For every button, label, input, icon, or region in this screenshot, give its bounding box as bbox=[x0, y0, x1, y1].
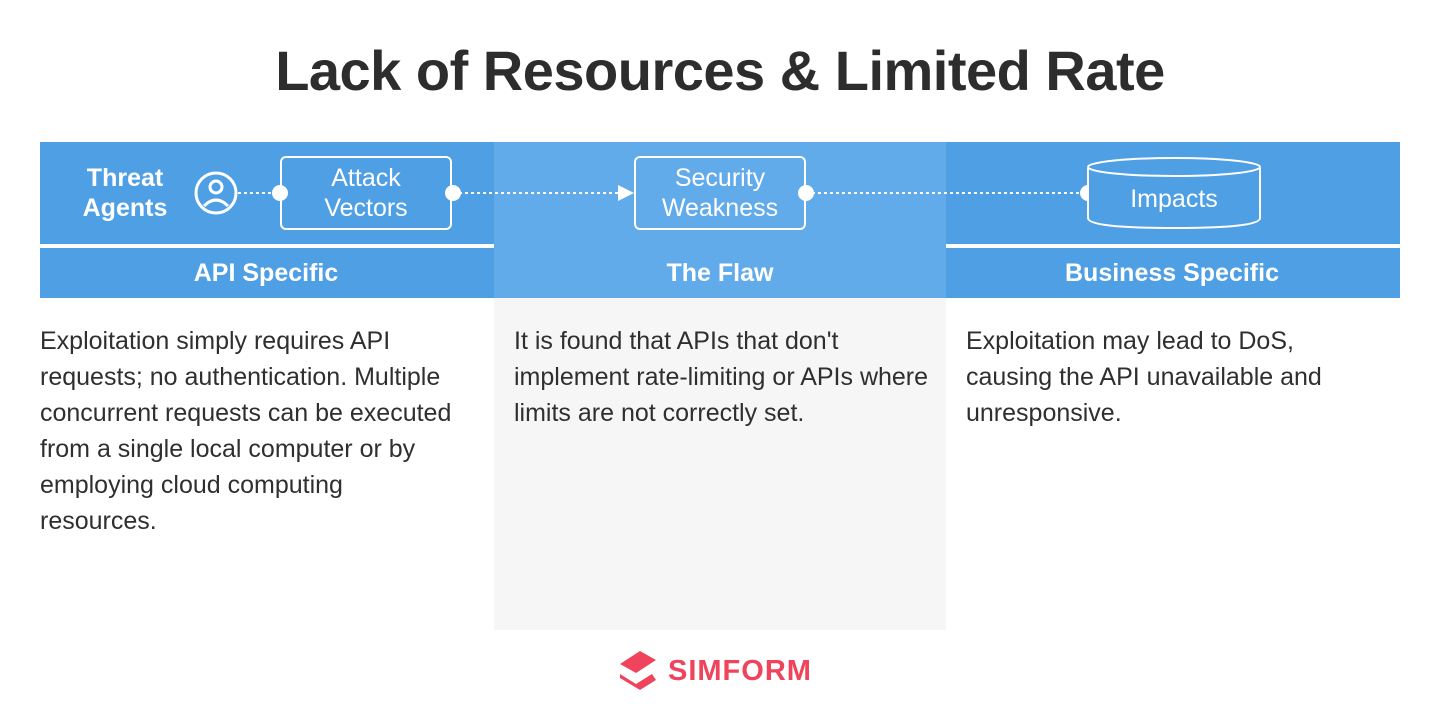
column-text-the-flaw: It is found that APIs that don't impleme… bbox=[514, 327, 929, 427]
column-heading-business-specific: Business Specific bbox=[1065, 259, 1279, 287]
column-heading-the-flaw: The Flaw bbox=[666, 259, 774, 287]
threat-agents-label: Threat Agents bbox=[82, 164, 168, 222]
middle-column-background bbox=[494, 298, 946, 630]
impacts-label: Impacts bbox=[1130, 185, 1218, 213]
column-text-business-specific: Exploitation may lead to DoS, causing th… bbox=[966, 327, 1322, 427]
page-title: Lack of Resources & Limited Rate bbox=[275, 39, 1165, 102]
column-text-api-specific: Exploitation simply requires API request… bbox=[40, 327, 452, 535]
logo-text: SIMFORM bbox=[668, 654, 812, 687]
security-weakness-box: Security Weakness bbox=[634, 156, 806, 230]
column-heading-api-specific: API Specific bbox=[193, 259, 339, 287]
attack-vectors-label: Attack Vectors bbox=[324, 164, 408, 222]
attack-vectors-box: Attack Vectors bbox=[280, 156, 452, 230]
simform-logo: SIMFORM bbox=[616, 650, 812, 692]
flow-band-middle-highlight bbox=[494, 142, 946, 298]
security-weakness-label: Security Weakness bbox=[661, 164, 779, 222]
